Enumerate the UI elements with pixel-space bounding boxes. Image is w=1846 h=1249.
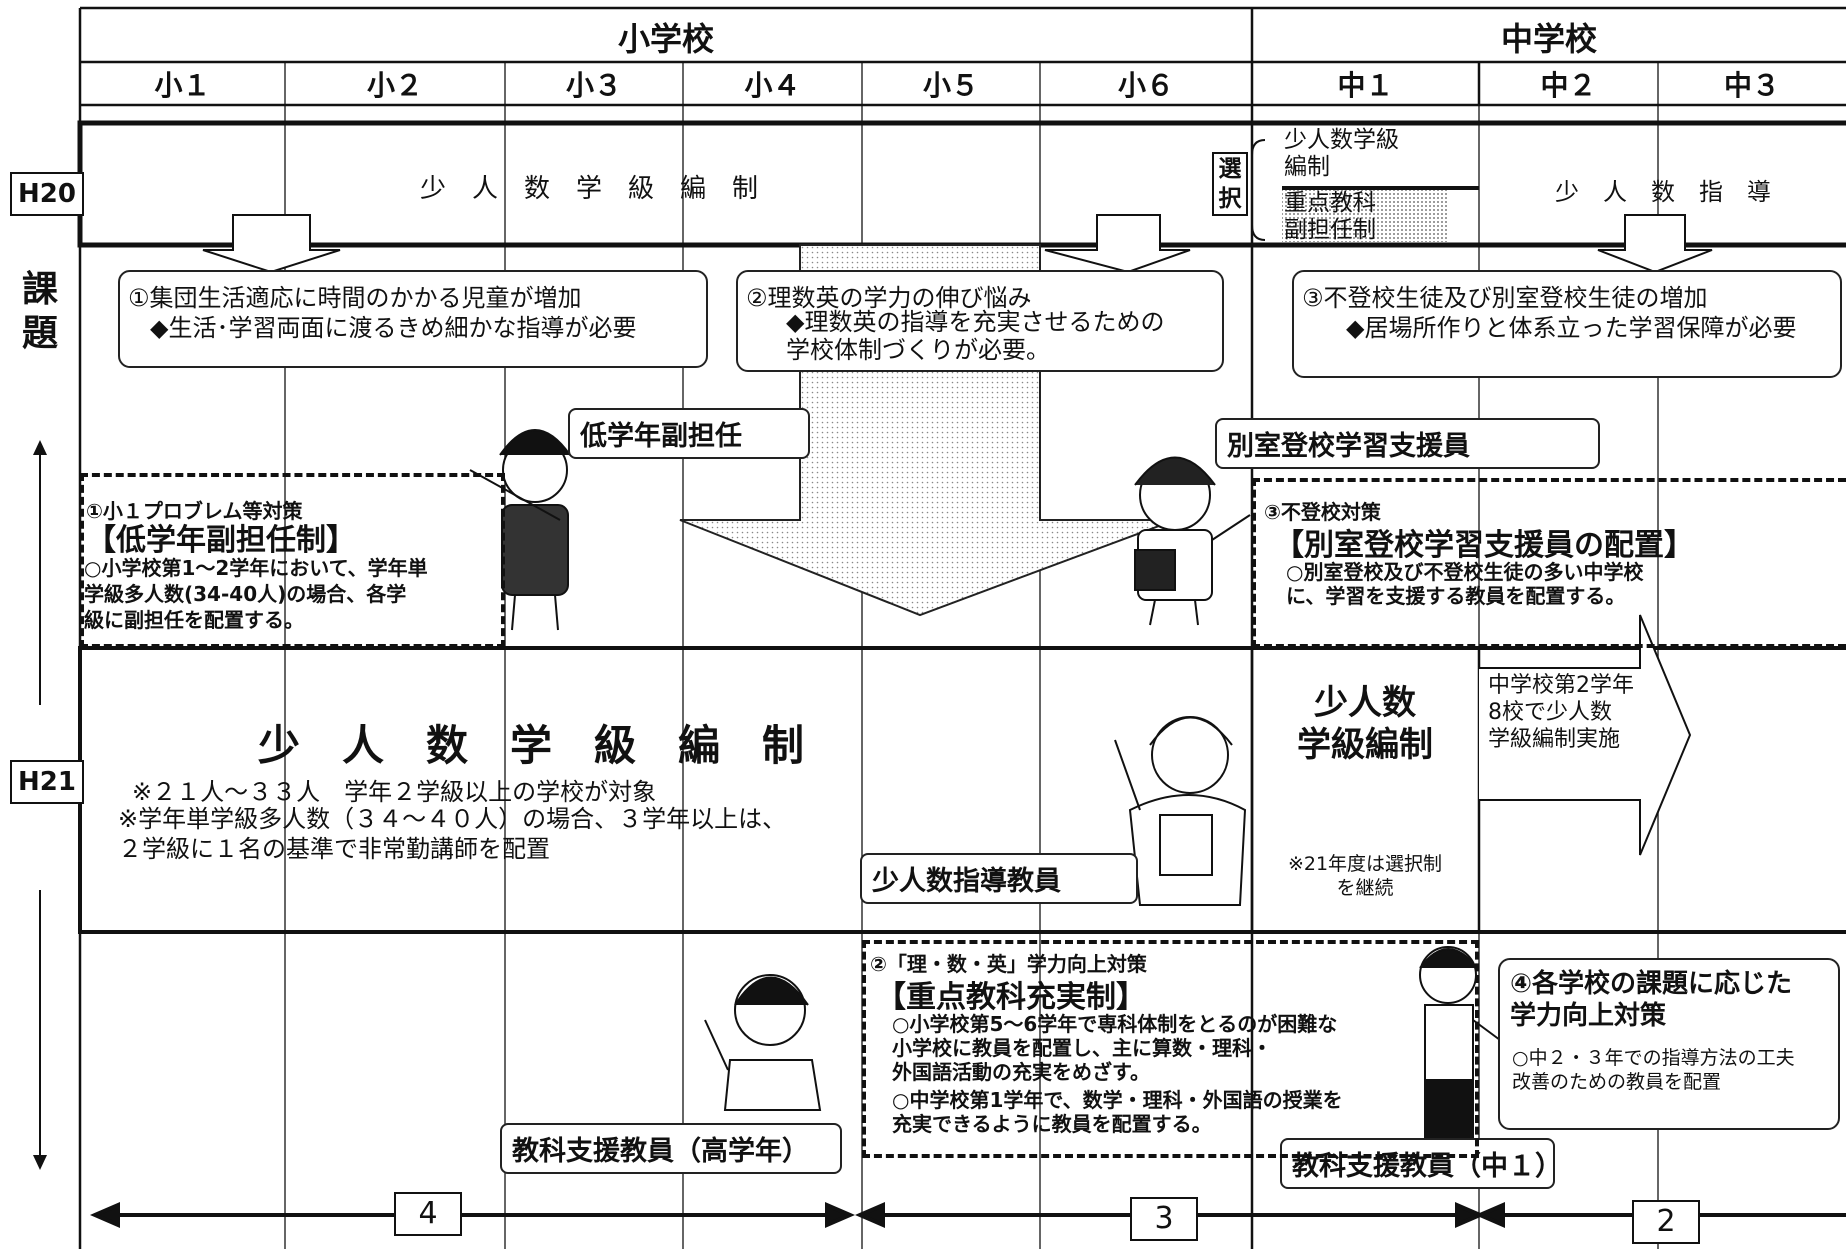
span-number-middle: 3	[1130, 1197, 1198, 1241]
grade-e6: 小６	[1117, 69, 1174, 102]
teacher-figure-2-icon	[1134, 456, 1251, 626]
grade-j3: 中３	[1723, 69, 1780, 102]
grade-j2: 中２	[1540, 69, 1597, 102]
select-label: 選 択	[1212, 152, 1248, 216]
issues-side-label: 課 題	[22, 269, 59, 354]
option-priority-subject: 重点教科 副担任制	[1284, 190, 1376, 243]
year-h20: H20	[10, 172, 84, 216]
grade-e1: 小１	[154, 69, 211, 102]
tag-small-class-teacher: 少人数指導教員	[860, 853, 1138, 904]
elementary-header: 小学校	[617, 20, 714, 58]
tag-subject-support-upper: 教科支援教員（高学年）	[500, 1123, 842, 1174]
tag-subject-support-j1: 教科支援教員（中１）	[1280, 1138, 1562, 1189]
measure-4: ④各学校の課題に応じた 学力向上対策 ○中２・３年での指導方法の工夫 改善のため…	[1498, 958, 1840, 1130]
h21-title: 少 人 数 学 級 編 制	[258, 721, 805, 770]
h21-note-1: ※２１人～３３人 学年２学級以上の学校が対象	[132, 778, 657, 806]
grade-e2: 小２	[366, 69, 423, 102]
teacher-figure-4-icon	[704, 974, 822, 1111]
grade-j1: 中１	[1337, 69, 1394, 102]
measure-3: ③不登校対策 【別室登校学習支援員の配置】 ○別室登校及び不登校生徒の多い中学校…	[1252, 478, 1846, 648]
h21-arrow-text: 中学校第2学年 8校で少人数 学級編制実施	[1488, 673, 1634, 752]
issue-2: ②理数英の学力の伸び悩み ◆理数英の指導を充実させるための 学校体制づくりが必要…	[736, 270, 1224, 372]
grade-e4: 小４	[744, 69, 801, 102]
junior-header: 中学校	[1500, 20, 1597, 58]
h21-junior-title: 少人数 学級編制	[1297, 683, 1433, 765]
h21-junior-note: ※21年度は選択制 を継続	[1287, 853, 1443, 899]
grade-e3: 小３	[565, 69, 622, 102]
tag-separate-room-supporter: 別室登校学習支援員	[1215, 418, 1600, 469]
h20-elementary-policy: 少 人 数 学 級 編 制	[420, 174, 759, 204]
teacher-figure-3-icon	[1114, 716, 1247, 906]
year-h21: H21	[10, 760, 84, 804]
issue-3: ③不登校生徒及び別室登校生徒の増加 ◆居場所作りと体系立った学習保障が必要	[1292, 270, 1842, 378]
grade-e5: 小５	[922, 69, 979, 102]
option-small-class: 少人数学級 編制	[1284, 127, 1399, 180]
measure-1: ①小１プロブレム等対策 【低学年副担任制】 ○小学校第1～2学年において、学年単…	[80, 473, 505, 648]
measure-2: ②「理・数・英」学力向上対策 【重点教科充実制】 ○小学校第5～6学年で専科体制…	[862, 940, 1479, 1158]
issue-1: ①集団生活適応に時間のかかる児童が増加 ◆生活･学習両面に渡るきめ細かな指導が必…	[118, 270, 708, 368]
h21-note-2: ※学年単学級多人数（３４～４０人）の場合、３学年以上は、 ２学級に１名の基準で非…	[118, 805, 787, 863]
span-number-junior: 2	[1632, 1200, 1700, 1244]
teacher-figure-1-icon	[469, 429, 571, 631]
teacher-figure-5-icon	[1419, 946, 1501, 1141]
tag-low-grade-assistant: 低学年副担任	[568, 408, 810, 459]
span-number-elementary: 4	[394, 1192, 462, 1236]
h20-junior-policy: 少 人 数 指 導	[1555, 178, 1771, 206]
